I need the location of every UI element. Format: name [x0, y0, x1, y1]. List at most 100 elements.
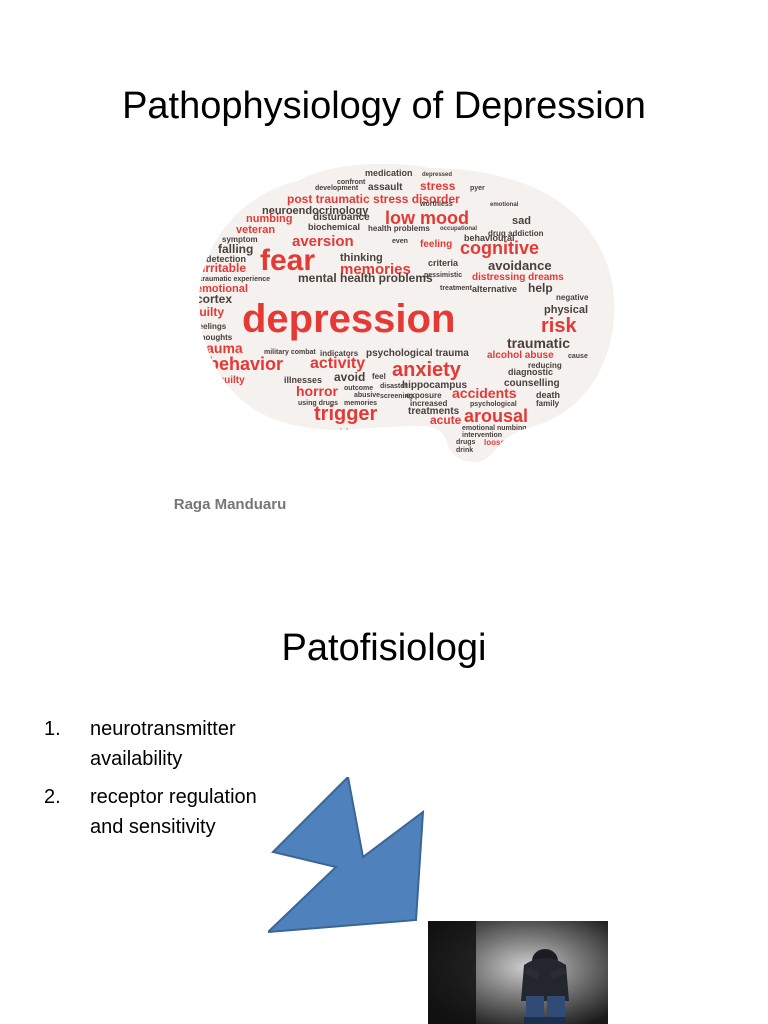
wordcloud-word: distressing dreams [472, 272, 564, 283]
wordcloud-word: trauma [196, 340, 243, 356]
slide-title: Patofisiologi [281, 627, 487, 669]
wordcloud-word: biochemical [308, 222, 360, 232]
wordcloud-word: diagnostic [508, 367, 553, 377]
wordcloud-word: increased [410, 399, 447, 408]
wordcloud-word: psychological trauma [366, 348, 469, 359]
wordcloud-word: post traumatic stress disorder [287, 192, 460, 206]
wordcloud-word: physical [544, 304, 588, 316]
wordcloud-word: criteria [428, 258, 459, 268]
wordcloud-word: alternative [472, 284, 517, 294]
wordcloud-word: pessimistic [424, 272, 462, 279]
list-number: 2. [44, 786, 61, 808]
wordcloud-word: depression [242, 297, 455, 341]
wordcloud-word: fear [260, 244, 315, 277]
wordcloud-word: aversion [292, 233, 354, 250]
wordcloud-word: mental health problems [298, 271, 433, 285]
wordcloud-word: low mood [385, 208, 469, 228]
wordcloud-word: guilty [218, 375, 245, 386]
wordcloud-word: death [536, 390, 560, 400]
wordcloud-word: trigger [314, 403, 378, 425]
wordcloud-word: negative [556, 293, 589, 302]
wordcloud-word: counselling [504, 378, 560, 389]
wordcloud-word: treatment [440, 285, 473, 292]
wordcloud-word: violence [336, 429, 364, 436]
list-text: receptor regulation and sensitivity [90, 786, 257, 838]
wordcloud-word: medication [365, 168, 413, 178]
wordcloud-word: treatments [408, 406, 460, 417]
wordcloud-word: thoughts [198, 333, 233, 342]
wordcloud-word: psychological [470, 401, 517, 408]
list-number: 1. [44, 718, 61, 740]
wordcloud-word: development [315, 185, 359, 192]
wordcloud-word: pyer [470, 185, 485, 192]
wordcloud-word: health problems [368, 224, 430, 233]
wordcloud-word: cognitive [460, 238, 539, 258]
wordcloud-word: drink [456, 447, 473, 454]
wordcloud-word: memories [344, 400, 377, 407]
wordcloud-word: help [528, 281, 553, 295]
wordcloud-word: thinking [340, 252, 383, 264]
wordcloud-word: even [392, 238, 408, 245]
wordcloud-word: confront [337, 179, 366, 186]
wordcloud-word: falling [218, 242, 253, 256]
wordcloud-word: anxiety [392, 359, 462, 381]
wordcloud-word: assault [368, 182, 403, 193]
wordcloud-word: family [536, 399, 560, 408]
wordcloud-word: worthless [419, 201, 453, 208]
wordcloud-word: indicators [320, 349, 359, 358]
wordcloud-word: screening [380, 393, 413, 400]
wordcloud-word: irritable [202, 261, 246, 275]
wordcloud-word: disturbance [313, 212, 370, 223]
wordcloud-word: disaster [380, 383, 407, 390]
wordcloud-word: illnesses [284, 375, 322, 385]
wordcloud-word: outcome [344, 385, 373, 392]
list-item: 2. receptor regulation and sensitivity [44, 782, 284, 842]
wordcloud-word: memories [340, 261, 411, 278]
wordcloud-word: feel [372, 372, 386, 381]
wordcloud-word: drug addiction [488, 229, 544, 238]
wordcloud-word: stress [420, 179, 456, 193]
wordcloud-word: emotional [490, 202, 519, 208]
wordcloud-word: cause [568, 353, 588, 360]
wordcloud-word: exposure [406, 391, 442, 400]
wordcloud-word: reducing [528, 361, 562, 370]
wordcloud-word: abusive [354, 392, 380, 399]
wordcloud-word: occupational [440, 226, 477, 232]
wordcloud-word: horror [296, 383, 339, 399]
wordcloud-word: avoidance [488, 258, 552, 273]
wordcloud-word: emotional [196, 283, 248, 295]
wordcloud-word: hippocampus [402, 380, 467, 391]
wordcloud-word: feeling [420, 239, 452, 250]
wordcloud-word: loose [484, 438, 505, 447]
wordcloud-word: intervention [462, 432, 502, 439]
wordcloud-word: behavioural [464, 233, 515, 243]
wordcloud-word: accidents [452, 385, 517, 401]
slide-1: Pathophysiology of Depression medication… [122, 85, 646, 512]
author-name: Raga Manduaru [173, 496, 287, 512]
list-item: 1. neurotransmitter availability [44, 714, 284, 774]
wordcloud-word: activity [310, 355, 365, 372]
wordcloud-word: acute [430, 413, 462, 427]
wordcloud-word: neuroendocrinology [262, 205, 369, 217]
wordcloud-word: drugs [456, 439, 476, 446]
wordcloud-word: traumatic [507, 335, 570, 351]
wordcloud-word: risk [541, 315, 577, 337]
wordcloud-word: military combat [264, 349, 316, 356]
slide-2: Patofisiologi 1. neurotransmitter availa… [0, 512, 768, 1024]
wordcloud-word: veteran [236, 224, 275, 236]
wordcloud-word: detection [206, 254, 246, 264]
wordcloud-word: depressed [422, 172, 452, 178]
wordcloud-word: using drugs [298, 400, 338, 407]
wordcloud-word: symptom [222, 235, 258, 244]
wordcloud-word: avoid [334, 370, 365, 384]
numbered-list: 1. neurotransmitter availability 2. rece… [44, 714, 284, 850]
wordcloud-word: emotional numbing [462, 425, 527, 432]
wordcloud-word: traumatic experience [200, 276, 270, 283]
wordcloud-word: feelings [196, 322, 227, 331]
wordcloud-word: arousal [464, 406, 528, 426]
down-right-arrow-shape [268, 777, 425, 934]
wordcloud-word: sad [512, 215, 531, 227]
sad-person-photo [428, 921, 608, 1024]
